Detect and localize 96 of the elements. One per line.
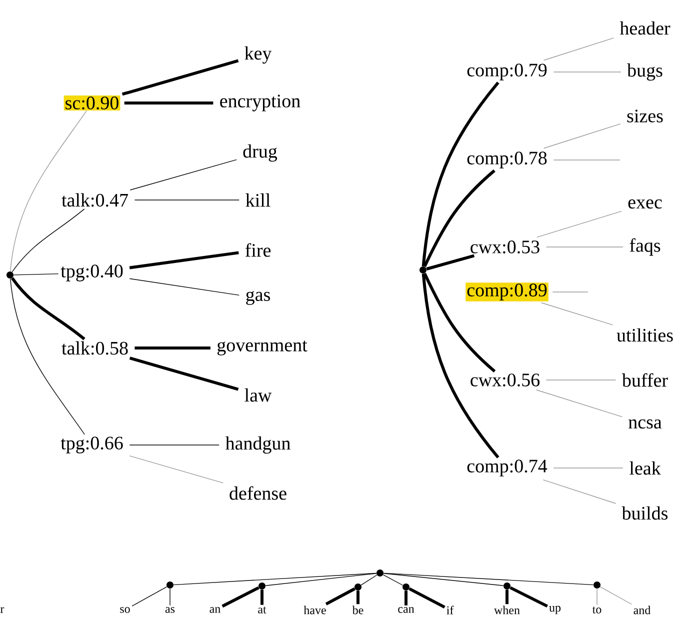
connector-line — [544, 38, 614, 61]
connector-line — [422, 82, 500, 266]
connector-line — [356, 590, 360, 604]
connector-line — [506, 590, 508, 604]
connector-line — [382, 574, 404, 586]
connector-line — [130, 159, 237, 190]
connector-line — [542, 479, 616, 504]
connector-line — [422, 274, 500, 458]
connector-line — [536, 210, 622, 238]
connector-line — [600, 586, 632, 605]
word-label: builds — [622, 506, 668, 520]
word-label: handgun — [225, 436, 290, 454]
branch-dot — [258, 582, 266, 590]
word-label: an — [210, 607, 220, 613]
word-label: r — [0, 607, 4, 613]
connector-line — [408, 587, 446, 609]
connector-line — [129, 444, 220, 446]
connector-line — [10, 277, 86, 340]
connector-line — [265, 573, 377, 586]
word-label: kill — [246, 193, 270, 207]
connector-line — [596, 588, 598, 606]
connector-line — [132, 586, 168, 606]
tree-root-dot — [420, 266, 426, 274]
tree-root-dot — [376, 570, 384, 576]
word-label: leak — [630, 461, 661, 475]
word-label: bugs — [627, 63, 662, 81]
word-label: to — [592, 606, 602, 614]
word-label: encryption — [220, 94, 300, 112]
word-label: so — [120, 607, 130, 613]
word-label: exec — [628, 199, 662, 209]
connector-line — [12, 208, 85, 272]
connector-line — [129, 356, 239, 391]
topic-label: cwx:0.56 — [470, 374, 540, 386]
connector-line — [260, 590, 264, 605]
connector-line — [10, 278, 85, 435]
highlighted-topic-label: sc:0.90 — [64, 96, 120, 110]
connector-line — [423, 169, 496, 268]
branch-dot — [594, 582, 600, 588]
word-label: as — [165, 607, 175, 613]
topic-label: comp:0.78 — [467, 152, 547, 168]
word-label: defense — [230, 486, 286, 500]
word-label: have — [304, 606, 326, 614]
word-label: at — [258, 606, 266, 614]
connector-line — [510, 586, 548, 608]
topic-label: tpg:0.66 — [60, 436, 123, 454]
branch-dot — [166, 582, 174, 588]
word-label: buffer — [622, 373, 668, 387]
topic-label: talk:0.47 — [62, 193, 128, 207]
connector-line — [222, 586, 260, 608]
connector-line — [129, 455, 224, 484]
word-label: and — [634, 606, 651, 614]
word-label: key — [244, 46, 272, 64]
topic-label: tpg:0.40 — [60, 264, 123, 282]
connector-line — [360, 574, 378, 586]
word-label: gas — [246, 291, 270, 305]
word-label: law — [244, 388, 272, 402]
word-label: header — [620, 21, 670, 35]
topic-label: comp:0.79 — [467, 64, 547, 80]
connector-line — [124, 102, 214, 104]
word-label: when — [494, 606, 520, 614]
branch-dot — [354, 584, 362, 590]
word-label: ncsa — [628, 419, 662, 429]
highlighted-topic-label: comp:0.89 — [466, 282, 548, 302]
topic-label: comp:0.74 — [467, 460, 548, 476]
connector-line — [134, 346, 210, 350]
word-label: sizes — [627, 110, 663, 122]
connector-line — [13, 273, 59, 276]
connector-line — [404, 590, 408, 606]
word-label: faqs — [630, 238, 660, 256]
word-label: utilities — [616, 328, 673, 342]
word-label: drug — [243, 144, 278, 162]
connector-line — [325, 587, 356, 606]
connector-line — [129, 278, 240, 296]
connector-line — [173, 572, 377, 586]
connector-line — [536, 390, 622, 418]
connector-line — [544, 123, 621, 149]
branch-dot — [402, 584, 410, 590]
connector-line — [546, 246, 624, 248]
connector-line — [541, 302, 614, 326]
word-label: fire — [245, 243, 271, 257]
branch-dot — [504, 582, 510, 590]
connector-line — [426, 254, 475, 270]
topic-label: cwx:0.53 — [470, 240, 540, 254]
word-label: be — [352, 606, 364, 614]
word-label: if — [446, 606, 454, 614]
connector-line — [383, 573, 504, 586]
word-label: government — [217, 340, 308, 356]
connector-line — [129, 251, 239, 270]
connector-line — [10, 110, 87, 272]
word-label: up — [549, 606, 561, 614]
connector-line — [122, 59, 239, 96]
connector-line — [423, 272, 496, 372]
topic-label: talk:0.58 — [62, 341, 128, 355]
word-label: can — [398, 607, 414, 613]
tree-root-dot — [6, 272, 14, 278]
connector-line — [383, 572, 594, 586]
